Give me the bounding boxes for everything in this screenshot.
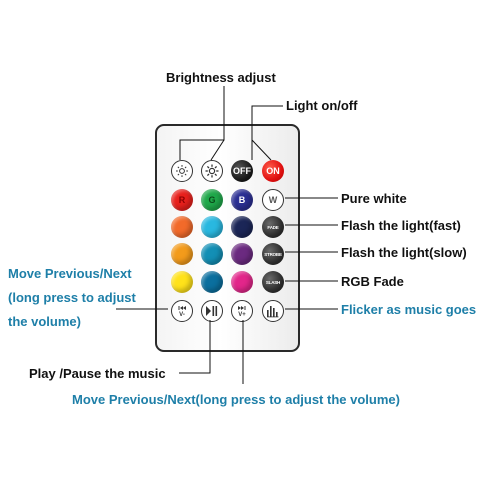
label-flash-fast: Flash the light(fast) [341, 218, 461, 233]
remote-button-fade[interactable]: FADE [262, 216, 284, 238]
leader-brightness-2 [210, 139, 225, 161]
button-text: V- [179, 312, 185, 318]
button-text: V+ [238, 312, 246, 318]
button-text: FADE [267, 224, 279, 230]
remote-button-play-pause[interactable] [201, 300, 223, 322]
remote-button-sun-bright[interactable] [201, 160, 223, 182]
sun-dim-icon [176, 165, 188, 177]
button-text: SLASH [265, 279, 281, 285]
label-move-bottom: Move Previous/Next(long press to adjust … [72, 392, 400, 407]
button-text: W [268, 195, 278, 205]
remote-button-slash[interactable]: SLASH [262, 271, 284, 293]
remote-button-prev[interactable]: V- [171, 300, 193, 322]
remote-button-color-r4c1[interactable] [171, 243, 193, 265]
remote-button-color-r4c2[interactable] [201, 243, 223, 265]
button-text: B [238, 195, 246, 205]
leader-brightness [179, 86, 225, 160]
remote-button-sun-dim[interactable] [171, 160, 193, 182]
next-icon [238, 306, 246, 310]
button-text: STROBE [264, 251, 282, 257]
label-flash-slow: Flash the light(slow) [341, 245, 467, 260]
prev-icon [178, 306, 186, 310]
remote-button-b[interactable]: B [231, 189, 253, 211]
remote-button-strobe[interactable]: STROBE [262, 243, 284, 265]
label-flicker: Flicker as music goes [341, 302, 477, 317]
remote-button-next[interactable]: V+ [231, 300, 253, 322]
leader-light-onoff-2 [251, 139, 272, 161]
leader-light-onoff [251, 105, 283, 160]
equalizer-icon [267, 306, 279, 318]
label-move-left-line-1: Move Previous/Next [8, 266, 132, 281]
label-move-left-line-3: the volume) [8, 314, 81, 329]
remote-button-w[interactable]: W [262, 189, 284, 211]
remote-button-r[interactable]: R [171, 189, 193, 211]
leader-play-pause [179, 320, 211, 374]
label-play-pause: Play /Pause the music [29, 366, 166, 381]
remote-button-color-r4c3[interactable] [231, 243, 253, 265]
label-move-left-line-2: (long press to adjust [8, 290, 136, 305]
remote-button-equalizer[interactable] [262, 300, 284, 322]
label-pure-white: Pure white [341, 191, 407, 206]
button-text: G [208, 195, 216, 205]
remote-button-color-r3c1[interactable] [171, 216, 193, 238]
remote-button-color-r5c2[interactable] [201, 271, 223, 293]
remote-button-off[interactable]: OFF [231, 160, 253, 182]
remote-button-color-r3c2[interactable] [201, 216, 223, 238]
remote-button-on[interactable]: ON [262, 160, 284, 182]
button-text: R [178, 195, 186, 205]
remote-button-g[interactable]: G [201, 189, 223, 211]
play-pause-icon [206, 306, 218, 316]
remote-control: OFF ON R G B W FADE STROBE SLASH V- V+ [155, 124, 300, 352]
remote-button-color-r5c3[interactable] [231, 271, 253, 293]
button-text: OFF [233, 166, 251, 176]
label-brightness: Brightness adjust [166, 70, 276, 85]
remote-button-color-r5c1[interactable] [171, 271, 193, 293]
sun-bright-icon [205, 164, 219, 178]
label-move-left: Move Previous/Next (long press to adjust… [8, 262, 136, 334]
label-light-onoff: Light on/off [286, 98, 358, 113]
remote-button-color-r3c3[interactable] [231, 216, 253, 238]
button-text: ON [266, 166, 280, 176]
label-rgb-fade: RGB Fade [341, 274, 404, 289]
